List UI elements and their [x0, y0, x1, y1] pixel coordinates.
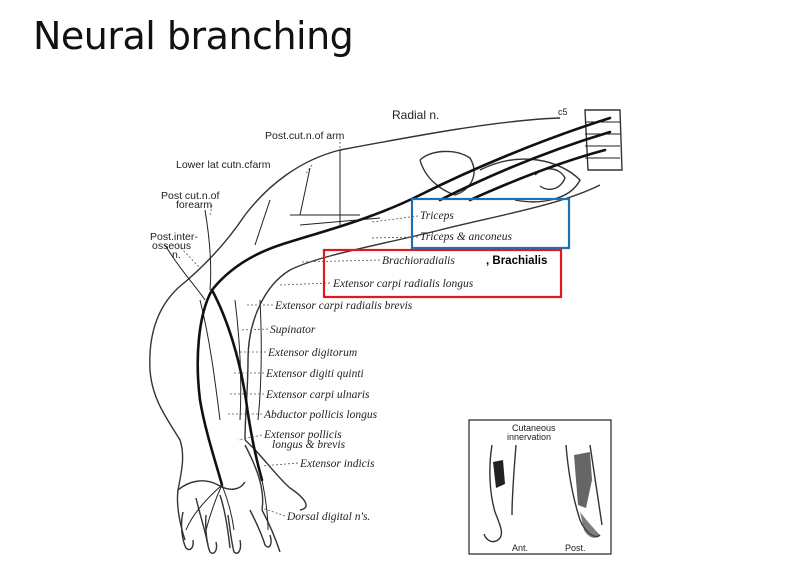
label-ext-digitorum: Extensor digitorum — [267, 347, 357, 359]
label-triceps-anconeus: Triceps & anconeus — [420, 231, 513, 243]
page-title: Neural branching — [33, 14, 354, 58]
label-brachialis-added: , Brachialis — [486, 255, 547, 267]
label-ext-carpi-ulnaris: Extensor carpi ulnaris — [265, 389, 370, 401]
inset-label-post: Post. — [565, 543, 586, 553]
label-lower-lat: Lower lat cutn.cfarm — [176, 159, 271, 171]
radial-nerve-course — [164, 116, 612, 531]
inset-title-1: Cutaneous — [512, 423, 556, 433]
inset-label-ant: Ant. — [512, 543, 528, 553]
posterior-shaded-area — [574, 452, 592, 508]
triceps-highlight-box — [410, 197, 571, 250]
label-ecrb: Extensor carpi radialis brevis — [274, 300, 413, 312]
label-post-cut-forearm-2: forearm — [176, 199, 212, 211]
label-post-inter-1: Post.inter- — [150, 231, 198, 243]
label-ext-pollicis-1: Extensor pollicis — [263, 429, 342, 441]
label-post-cut-forearm-1: Post cut.n.of — [161, 190, 219, 202]
leader-lines — [177, 138, 419, 517]
inset-title-2: innervation — [507, 432, 551, 442]
label-post-inter-3: n. — [172, 249, 181, 261]
label-radial-n: Radial n. — [392, 108, 439, 122]
label-ext-pollicis-2: longus & brevis — [272, 439, 346, 451]
brachioradialis-highlight-box — [322, 248, 563, 299]
label-brachioradialis: Brachioradialis — [382, 255, 455, 267]
label-ecrl: Extensor carpi radialis longus — [332, 278, 474, 290]
label-post-inter-2: osseous — [152, 240, 191, 252]
posterior-hand-area — [580, 512, 600, 538]
label-triceps: Triceps — [420, 210, 454, 222]
anterior-shaded-area — [493, 460, 505, 488]
label-c5: c5 — [558, 107, 568, 117]
label-abductor-pollicis: Abductor pollicis longus — [263, 409, 378, 421]
label-ext-indicis: Extensor indicis — [299, 458, 375, 470]
label-dorsal-digital: Dorsal digital n's. — [286, 511, 370, 523]
cutaneous-innervation-inset: Cutaneous innervation Ant. Post. — [468, 419, 612, 555]
label-ext-digiti-quinti: Extensor digiti quinti — [265, 368, 364, 380]
label-supinator: Supinator — [270, 324, 316, 336]
label-post-cut-arm: Post.cut.n.of arm — [265, 130, 345, 142]
